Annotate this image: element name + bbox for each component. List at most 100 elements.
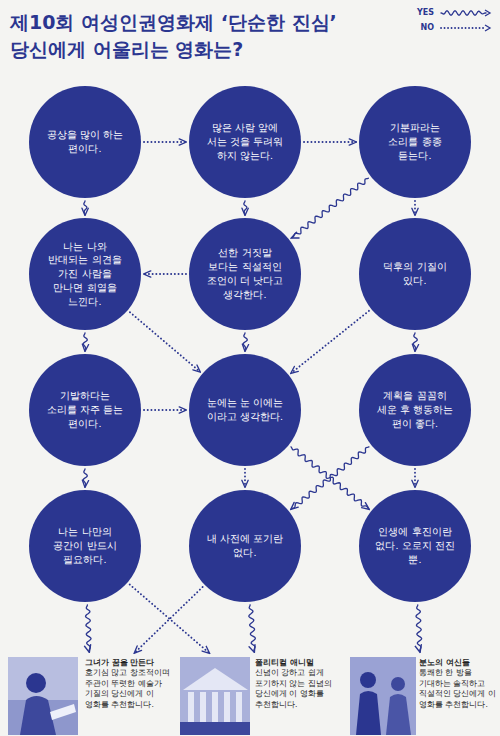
question-text: 나는 나와 반대되는 의견을 가진 사람을 만나면 희열을 느낀다. — [45, 240, 125, 309]
film-title: 폴리티컬 애니멀 — [255, 658, 338, 668]
question-text: 내 사전에 포기란 없다. — [205, 532, 285, 560]
film-still — [8, 657, 78, 735]
still-shape — [236, 692, 242, 722]
question-text: 많은 사람 앞에 서는 것을 두려워 하지 않는다. — [205, 121, 285, 162]
no-arrow — [130, 585, 210, 654]
yes-arrow — [292, 178, 369, 238]
legend-entry: NO — [417, 20, 494, 35]
film-description: 호기심 많고 창조적이며 주관이 뚜렷한 예술가 기질의 당신에게 이 영화를 … — [85, 668, 174, 710]
legend-entry: YES — [417, 5, 494, 20]
legend-text: NO — [421, 23, 435, 32]
still-shape — [212, 692, 218, 722]
circle-fill — [189, 86, 301, 198]
circle-outline — [189, 218, 301, 330]
still-shape — [183, 668, 248, 690]
circle-fill — [29, 86, 141, 198]
yes-arrow — [243, 333, 247, 351]
circle-fill — [359, 490, 471, 602]
question-circle: 인생에 후진이란 없다. 오로지 전진 뿐. — [359, 490, 471, 602]
still-shape — [391, 677, 405, 691]
question-text: 계획을 꼼꼼히 세운 후 행동하는 편이 좋다. — [375, 389, 455, 430]
circle-fill — [359, 218, 471, 330]
no-arrow — [414, 201, 416, 215]
yes-arrow — [83, 469, 87, 487]
legend-text: YES — [417, 8, 434, 17]
question-circle: 눈에는 눈 이에는 이라고 생각한다. — [189, 354, 301, 466]
no-arrow — [144, 273, 186, 275]
yes-arrow — [413, 333, 417, 351]
circle-fill — [29, 490, 141, 602]
still-shape — [360, 672, 376, 688]
film-still — [350, 657, 416, 735]
still-shape — [386, 694, 411, 735]
still-shape — [180, 722, 250, 735]
film-still — [180, 657, 250, 735]
yes-arrow — [249, 605, 256, 652]
question-text: 기분파라는 소리를 종종 듣는다. — [375, 121, 455, 162]
circle-outline — [189, 354, 301, 466]
still-shape — [200, 692, 206, 722]
no-arrow — [134, 587, 202, 653]
film-result: 분노의 여신들통쾌한 한 방을 기대하는 솔직하고 직설적인 당신에게 이 영화… — [348, 655, 496, 735]
film-title: 그녀가 꿈을 만든다 — [85, 658, 174, 668]
no-line-sample — [441, 27, 486, 29]
yes-arrow — [244, 201, 247, 215]
film-result: 폴리티컬 애니멀신념이 강하고 쉽게 포기하지 않는 집념의 당신에게 이 영화… — [178, 655, 338, 735]
film-description: 통쾌한 한 방을 기대하는 솔직하고 직설적인 당신에게 이 영화를 추천합니다… — [419, 668, 496, 710]
yes-line-sample — [441, 10, 486, 14]
circle-fill — [189, 218, 301, 330]
question-text: 덕후의 기질이 있다. — [375, 260, 455, 288]
still-background — [180, 657, 250, 735]
film-description: 신념이 강하고 쉽게 포기하지 않는 집념의 당신에게 이 영화를 추천합니다. — [255, 668, 338, 710]
question-circle: 기분파라는 소리를 종종 듣는다. — [359, 86, 471, 198]
circle-fill — [359, 354, 471, 466]
yes-arrow — [416, 605, 422, 652]
no-arrow — [291, 311, 369, 373]
no-arrow — [414, 469, 416, 487]
diagram-title: 제10회 여성인권영화제 ‘단순한 진심’ 당신에게 어울리는 영화는? — [10, 9, 380, 62]
no-arrow — [144, 409, 186, 411]
question-circle: 계획을 꼼꼼히 세운 후 행동하는 편이 좋다. — [359, 354, 471, 466]
question-circle: 많은 사람 앞에 서는 것을 두려워 하지 않는다. — [189, 86, 301, 198]
circle-outline — [29, 86, 141, 198]
yes-arrow — [86, 605, 91, 652]
circle-fill — [29, 354, 141, 466]
film-result: 그녀가 꿈을 만든다호기심 많고 창조적이며 주관이 뚜렷한 예술가 기질의 당… — [8, 655, 174, 735]
no-arrow — [144, 141, 186, 143]
still-shape — [356, 691, 381, 735]
circle-outline — [359, 218, 471, 330]
film-title: 분노의 여신들 — [419, 658, 496, 668]
yes-arrow — [291, 447, 369, 509]
circle-fill — [189, 354, 301, 466]
no-arrow — [304, 141, 356, 143]
yes-arrow — [84, 201, 87, 215]
legend-sample — [440, 8, 494, 18]
question-circle: 내 사전에 포기란 없다. — [189, 490, 301, 602]
still-background — [8, 657, 78, 735]
question-text: 기발하다는 소리를 자주 듣는 편이다. — [45, 389, 125, 430]
legend: YES NO — [417, 5, 494, 35]
yes-arrow — [83, 333, 87, 351]
no-arrow — [130, 312, 200, 372]
legend-sample — [440, 23, 494, 33]
question-circle: 덕후의 기질이 있다. — [359, 218, 471, 330]
question-text: 인생에 후진이란 없다. 오로지 전진 뿐. — [375, 525, 455, 566]
question-text: 눈에는 눈 이에는 이라고 생각한다. — [205, 396, 285, 424]
still-shape — [26, 673, 46, 693]
question-text: 선한 거짓말 보다는 직설적인 조언이 더 낫다고 생각한다. — [205, 246, 285, 301]
still-shape — [224, 692, 230, 722]
question-circle: 선한 거짓말 보다는 직설적인 조언이 더 낫다고 생각한다. — [189, 218, 301, 330]
question-circle: 나는 나만의 공간이 반드시 필요하다. — [29, 490, 141, 602]
legend-arrowhead — [485, 25, 490, 31]
circle-outline — [189, 490, 301, 602]
question-circle: 공상을 많이 하는 편이다. — [29, 86, 141, 198]
circle-fill — [29, 218, 141, 330]
circle-fill — [189, 490, 301, 602]
question-text: 공상을 많이 하는 편이다. — [45, 128, 125, 156]
no-arrow — [244, 469, 246, 487]
legend-arrowhead — [485, 10, 490, 16]
question-circle: 기발하다는 소리를 자주 듣는 편이다. — [29, 354, 141, 466]
still-background — [350, 657, 416, 735]
